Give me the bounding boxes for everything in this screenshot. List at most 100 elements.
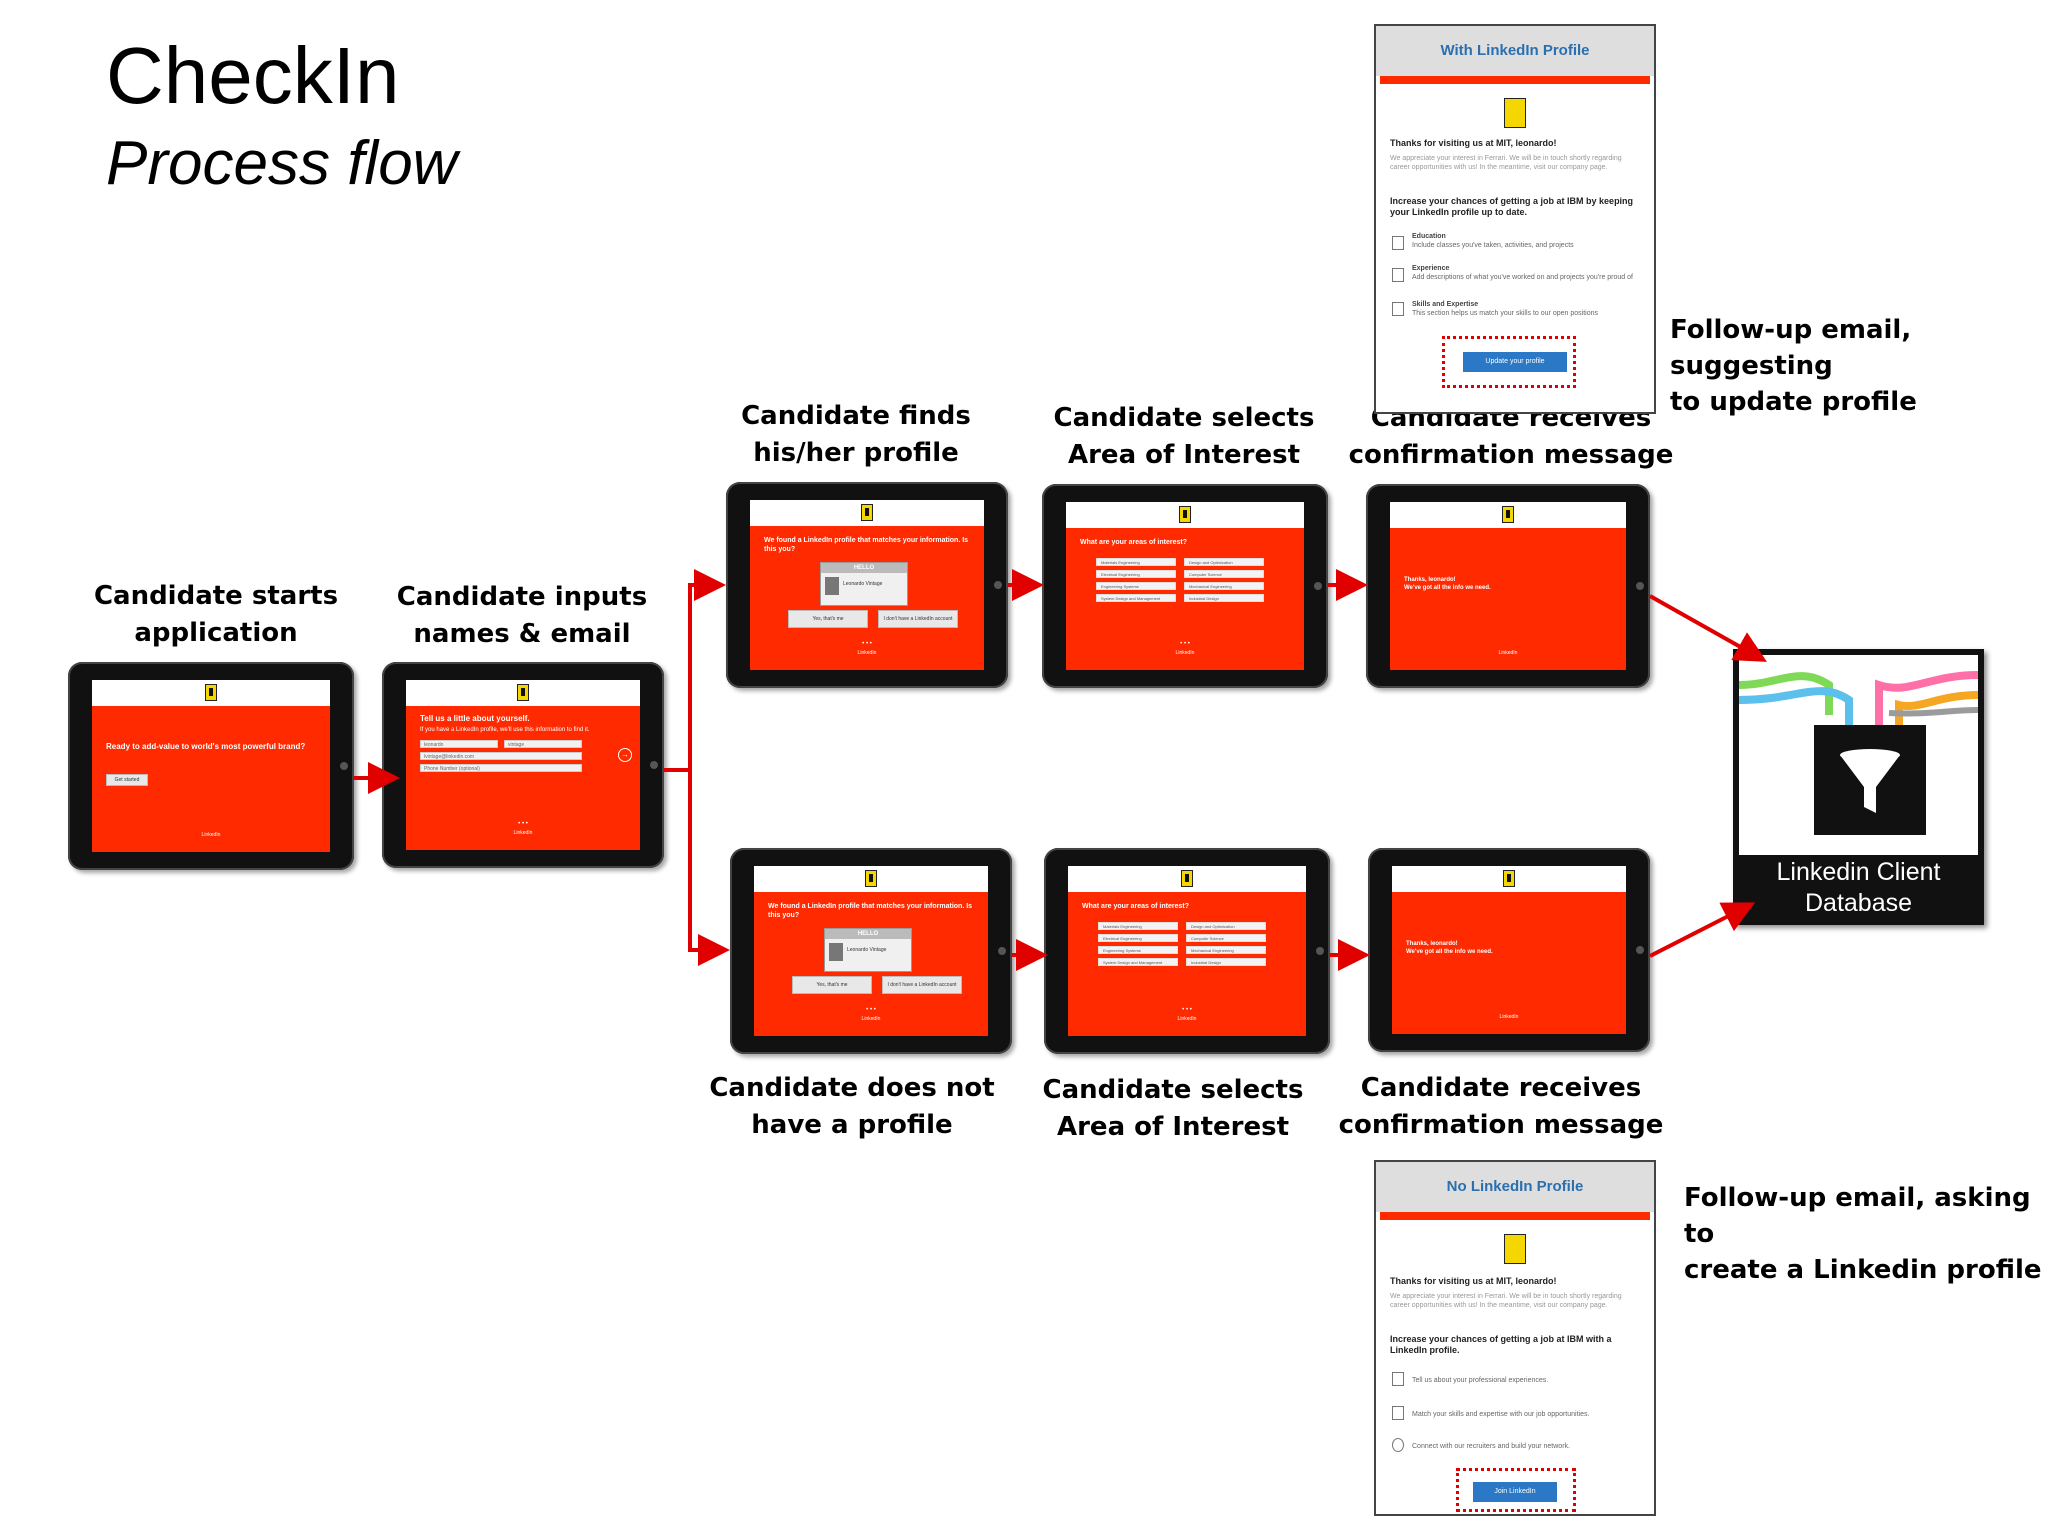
screen-topbar bbox=[1392, 866, 1626, 892]
email-no-profile: No LinkedIn Profile Thanks for visiting … bbox=[1374, 1160, 1656, 1516]
tablet-confirmation-bottom: Thanks, leonardo! We've got all the info… bbox=[1368, 848, 1650, 1052]
note-update-profile: Follow-up email, suggesting to update pr… bbox=[1670, 312, 2048, 420]
note-line: Follow-up email, suggesting bbox=[1670, 315, 1912, 381]
page-dots: • • • bbox=[866, 1007, 876, 1013]
yes-thats-me-button[interactable]: Yes, that's me bbox=[792, 976, 872, 994]
label-line: Candidate selects bbox=[1042, 1075, 1304, 1105]
card-name: Leonardo Vintage bbox=[847, 947, 887, 953]
linkedin-mark: LinkedIn bbox=[1498, 650, 1518, 656]
phone-field[interactable]: Phone Number (optional) bbox=[420, 764, 582, 772]
avatar bbox=[825, 577, 839, 595]
interest-option[interactable]: Design and Optimization bbox=[1184, 558, 1264, 566]
interest-option[interactable]: Mechanical Engineering bbox=[1184, 582, 1264, 590]
interest-option[interactable]: System Design and Management bbox=[1098, 958, 1178, 966]
email-greeting: Thanks for visiting us at MIT, leonardo! bbox=[1390, 1276, 1557, 1286]
profile-icon bbox=[1392, 1372, 1404, 1386]
funnel-icon bbox=[1814, 725, 1926, 835]
ferrari-logo-icon bbox=[517, 684, 529, 701]
label-line: Candidate does not bbox=[709, 1073, 995, 1103]
step-label-receives-bottom: Candidate receives confirmation message bbox=[1336, 1070, 1666, 1144]
screen-topbar bbox=[750, 500, 984, 526]
interest-message: What are your areas of interest? bbox=[1082, 903, 1189, 910]
item-text: Tell us about your professional experien… bbox=[1412, 1377, 1549, 1384]
note-line: to update profile bbox=[1670, 387, 1917, 417]
compass-icon bbox=[1392, 1406, 1404, 1420]
linkedin-mark: LinkedIn bbox=[201, 832, 221, 838]
email-pitch: Increase your chances of getting a job a… bbox=[1390, 196, 1634, 217]
screen-confirmation-top: Thanks, leonardo! We've got all the info… bbox=[1390, 502, 1626, 670]
interest-option[interactable]: Industrial Design bbox=[1186, 958, 1266, 966]
interest-option[interactable]: Electrical Engineering bbox=[1098, 934, 1178, 942]
home-button-icon bbox=[1636, 946, 1644, 954]
step-label-selects-top: Candidate selects Area of Interest bbox=[1024, 400, 1344, 474]
linkedin-mark: LinkedIn bbox=[1177, 1016, 1197, 1022]
get-started-button[interactable]: Get started bbox=[106, 774, 148, 786]
interest-option[interactable]: Engineering Systems bbox=[1098, 946, 1178, 954]
email-body: We appreciate your interest in Ferrari. … bbox=[1390, 1293, 1622, 1309]
last-name-field[interactable]: vintage bbox=[504, 740, 582, 748]
interest-option[interactable]: Engineering Systems bbox=[1096, 582, 1176, 590]
linkedin-mark: LinkedIn bbox=[857, 650, 877, 656]
screen-interest-top: What are your areas of interest? Materia… bbox=[1066, 502, 1304, 670]
interest-option[interactable]: Electrical Engineering bbox=[1096, 570, 1176, 578]
ferrari-logo-icon bbox=[1502, 506, 1514, 523]
step-label-finds: Candidate finds his/her profile bbox=[696, 398, 1016, 472]
next-arrow-icon[interactable]: → bbox=[618, 748, 632, 762]
arrow-inputs-to-no-profile bbox=[688, 770, 730, 966]
email-header: No LinkedIn Profile bbox=[1376, 1162, 1654, 1212]
home-button-icon bbox=[1314, 582, 1322, 590]
email-red-bar bbox=[1380, 1212, 1650, 1220]
ferrari-logo-icon bbox=[1179, 506, 1191, 523]
home-button-icon bbox=[998, 947, 1006, 955]
step-label-selects-bottom: Candidate selects Area of Interest bbox=[1013, 1072, 1333, 1146]
interest-option[interactable]: Industrial Design bbox=[1184, 594, 1264, 602]
label-line: have a profile bbox=[751, 1110, 953, 1140]
update-profile-button[interactable]: Update your profile bbox=[1463, 352, 1567, 372]
screen-interest-bottom: What are your areas of interest? Materia… bbox=[1068, 866, 1306, 1036]
card-name: Leonardo Vintage bbox=[843, 581, 883, 587]
interest-option[interactable]: Computer Science bbox=[1184, 570, 1264, 578]
ferrari-logo-icon bbox=[1504, 1234, 1526, 1264]
screen-topbar bbox=[1066, 502, 1304, 528]
ferrari-logo-icon bbox=[1181, 870, 1193, 887]
profile-card[interactable]: HELLO Leonardo Vintage bbox=[824, 928, 912, 972]
arrow-confirm-bottom-to-database bbox=[1649, 902, 1756, 958]
step-label-start: Candidate starts application bbox=[56, 578, 376, 652]
interest-option[interactable]: Computer Science bbox=[1186, 934, 1266, 942]
first-name-field[interactable]: leonardo bbox=[420, 740, 498, 748]
interest-option[interactable]: Materials Engineering bbox=[1096, 558, 1176, 566]
add-person-icon bbox=[1392, 1438, 1404, 1452]
screen-inputs: Tell us a little about yourself. If you … bbox=[406, 680, 640, 850]
profile-card[interactable]: HELLO Leonardo Vintage bbox=[820, 562, 908, 606]
screen-start: Ready to add-value to world's most power… bbox=[92, 680, 330, 852]
yes-thats-me-button[interactable]: Yes, that's me bbox=[788, 610, 868, 628]
interest-option[interactable]: Mechanical Engineering bbox=[1186, 946, 1266, 954]
join-linkedin-button[interactable]: Join LinkedIn bbox=[1473, 1482, 1557, 1502]
no-account-button[interactable]: I don't have a LinkedIn account bbox=[878, 610, 958, 628]
screen-topbar bbox=[406, 680, 640, 706]
home-button-icon bbox=[340, 762, 348, 770]
avatar bbox=[829, 943, 843, 961]
ferrari-logo-icon bbox=[1503, 870, 1515, 887]
start-message: Ready to add-value to world's most power… bbox=[106, 742, 306, 751]
page-dots: • • • bbox=[862, 641, 872, 647]
label-line: Candidate inputs bbox=[396, 582, 648, 612]
step-label-no-profile: Candidate does not have a profile bbox=[692, 1070, 1012, 1144]
interest-option[interactable]: Materials Engineering bbox=[1098, 922, 1178, 930]
page-dots: • • • bbox=[1180, 641, 1190, 647]
no-account-button[interactable]: I don't have a LinkedIn account bbox=[882, 976, 962, 994]
interest-option[interactable]: System Design and Management bbox=[1096, 594, 1176, 602]
interest-message: What are your areas of interest? bbox=[1080, 539, 1187, 546]
label-line: Area of Interest bbox=[1056, 1112, 1289, 1142]
home-button-icon bbox=[994, 581, 1002, 589]
label-line: confirmation message bbox=[1338, 1110, 1664, 1140]
screen-topbar bbox=[92, 680, 330, 706]
interest-option[interactable]: Design and Optimization bbox=[1186, 922, 1266, 930]
email-field[interactable]: lvintage@linkedin.com bbox=[420, 752, 582, 760]
tablet-interest-top: What are your areas of interest? Materia… bbox=[1042, 484, 1328, 688]
found-message: We found a LinkedIn profile that matches… bbox=[768, 903, 973, 919]
inputs-subtext: If you have a LinkedIn profile, we'll us… bbox=[420, 727, 590, 733]
page-subtitle: Process flow bbox=[106, 129, 458, 198]
linkedin-client-database: Linkedin Client Database bbox=[1733, 649, 1984, 925]
card-header: HELLO bbox=[821, 563, 907, 573]
